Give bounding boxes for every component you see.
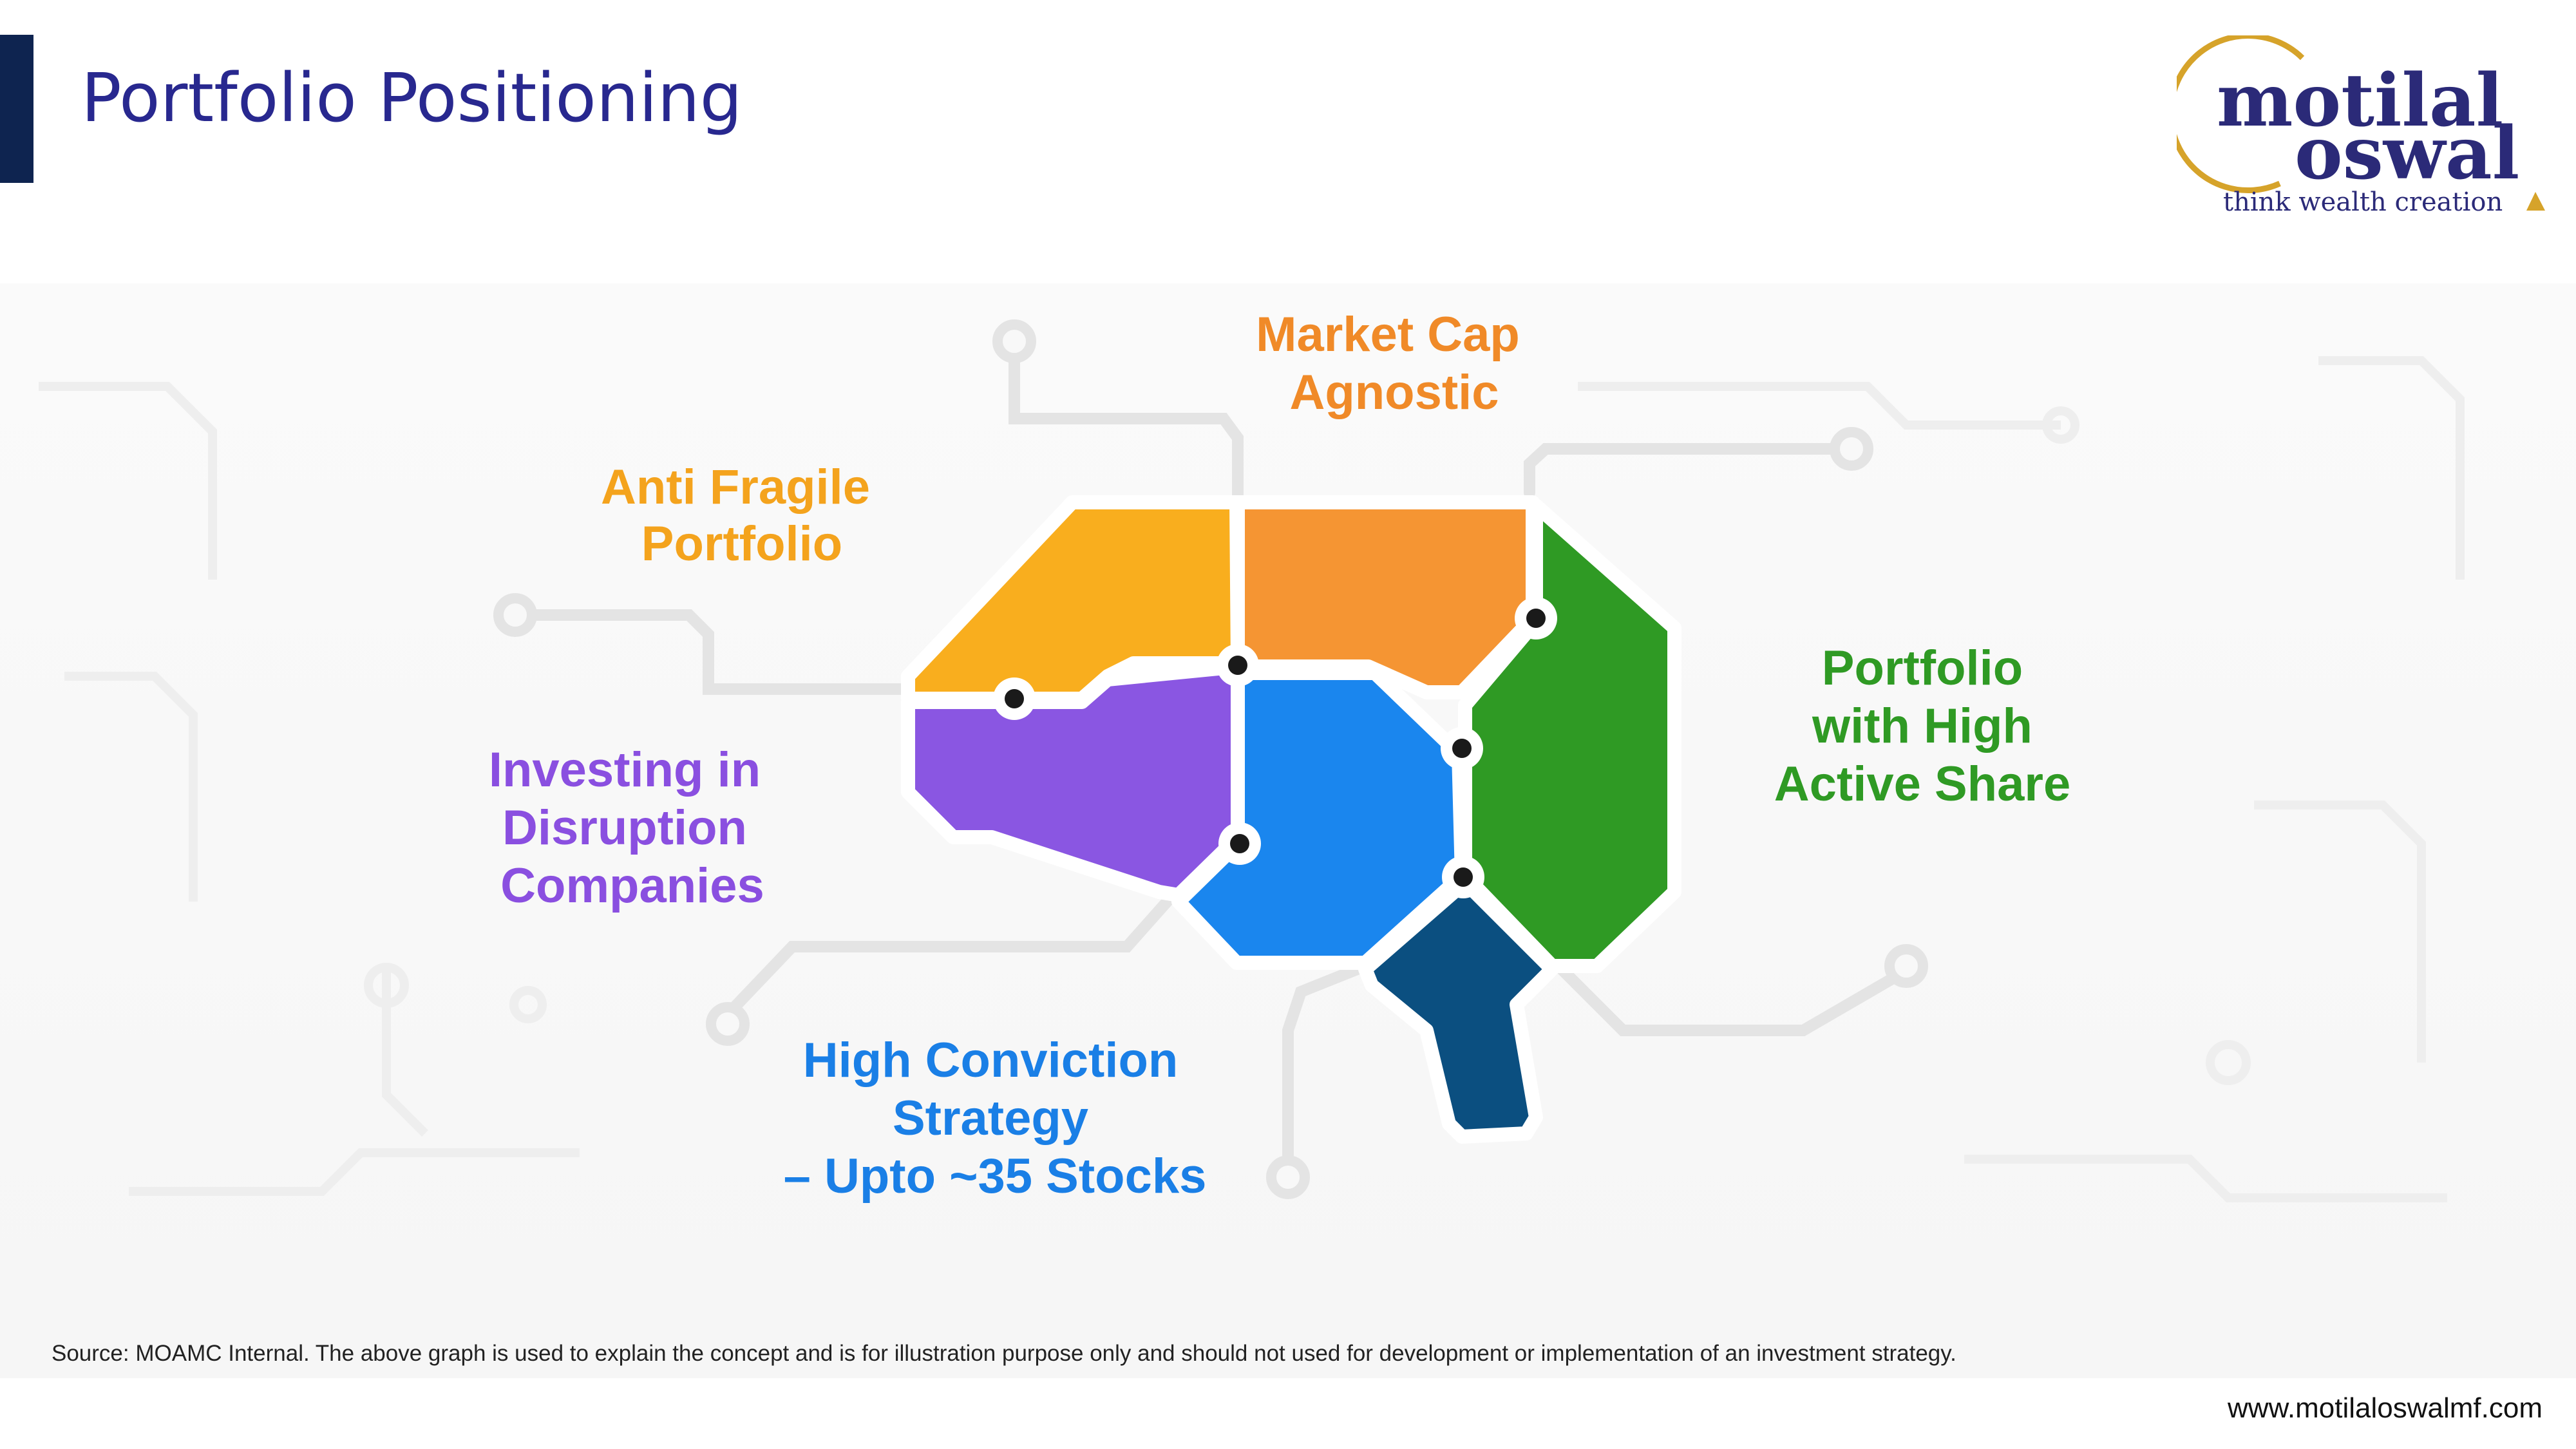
label-market-cap: Market Cap Agnostic bbox=[1256, 307, 1520, 420]
segment-market-cap bbox=[1231, 495, 1540, 699]
terminal-market-cap bbox=[992, 319, 1036, 363]
label-market-cap-line2: Agnostic bbox=[1289, 365, 1499, 420]
label-active-share: Portfolio with High Active Share bbox=[1774, 641, 2070, 811]
label-disruption-line1: Investing in bbox=[489, 743, 761, 797]
logo-text-bottom: oswal bbox=[2295, 111, 2519, 196]
label-active-share-line1: Portfolio bbox=[1822, 641, 2023, 696]
logo-text-top: motilal bbox=[2217, 59, 2503, 143]
label-disruption-line2: Disruption bbox=[502, 800, 747, 855]
node-dot bbox=[1452, 739, 1472, 758]
connector-active-share bbox=[1524, 443, 1848, 498]
label-anti-fragile-line1: Anti Fragile bbox=[601, 460, 870, 515]
node-dot bbox=[1526, 609, 1546, 628]
motilal-oswal-logo: motilal oswal think wealth creation bbox=[2177, 35, 2545, 217]
node-dot bbox=[1005, 689, 1024, 708]
label-anti-fragile-line2: Portfolio bbox=[641, 516, 842, 571]
label-conviction-line2: Strategy bbox=[893, 1091, 1088, 1146]
label-conviction-line1: High Conviction bbox=[803, 1033, 1179, 1088]
source-note: Source: MOAMC Internal. The above graph … bbox=[52, 1341, 1956, 1366]
logo-triangle-icon bbox=[2526, 192, 2545, 211]
label-disruption: Investing in Disruption Companies bbox=[489, 743, 764, 913]
node-dot bbox=[1230, 834, 1249, 853]
connector-conviction bbox=[1282, 960, 1371, 1175]
node-dots bbox=[993, 597, 1557, 898]
label-market-cap-line1: Market Cap bbox=[1256, 307, 1520, 362]
label-active-share-line3: Active Share bbox=[1774, 757, 2070, 811]
connector-disruption bbox=[722, 883, 1184, 1020]
label-active-share-line2: with High bbox=[1812, 699, 2032, 753]
label-disruption-line3: Companies bbox=[500, 858, 764, 913]
segment-stem bbox=[1358, 875, 1559, 1144]
connector-anti-fragile bbox=[513, 609, 1017, 695]
logo-tagline: think wealth creation bbox=[2223, 187, 2503, 217]
connector-terminals bbox=[493, 319, 1928, 1199]
node-dot bbox=[1228, 656, 1247, 675]
terminal-disruption bbox=[706, 1002, 750, 1046]
brain-diagram: Market Cap Agnostic Anti Fragile Portfol… bbox=[0, 283, 2576, 1378]
circuit-background bbox=[39, 356, 2465, 1202]
terminal-active-share bbox=[1830, 427, 1873, 471]
terminal-anti-fragile bbox=[493, 593, 537, 637]
title-accent-bar bbox=[0, 35, 33, 183]
logo-gold-arc bbox=[2177, 35, 2305, 193]
page-title: Portfolio Positioning bbox=[81, 59, 743, 137]
terminal-conviction bbox=[1266, 1155, 1310, 1199]
label-conviction-line3: – Upto ~35 Stocks bbox=[784, 1149, 1207, 1204]
connector-lines bbox=[513, 337, 1909, 1175]
website-url[interactable]: www.motilaloswalmf.com bbox=[2228, 1392, 2543, 1424]
label-conviction: High Conviction Strategy – Upto ~35 Stoc… bbox=[784, 1033, 1207, 1204]
terminal-right-low bbox=[1884, 944, 1928, 988]
connector-right-low bbox=[1540, 947, 1909, 1036]
node-dot bbox=[1454, 867, 1473, 887]
brain-segments bbox=[901, 495, 1681, 1144]
label-anti-fragile: Anti Fragile Portfolio bbox=[601, 460, 870, 571]
